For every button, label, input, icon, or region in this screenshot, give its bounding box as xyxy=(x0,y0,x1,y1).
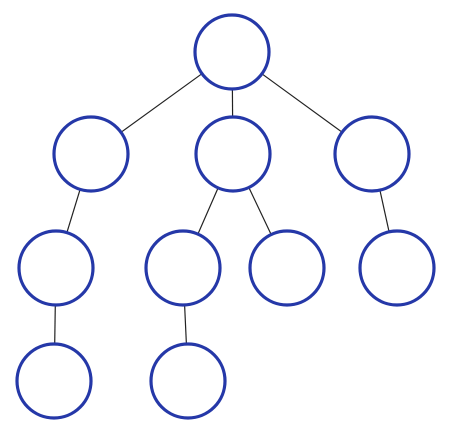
node-left-grandchild xyxy=(17,229,95,307)
node-left-child xyxy=(52,115,130,193)
tree-nodes xyxy=(15,13,436,420)
node-middle-grandchild-right xyxy=(248,229,326,307)
node-right-child xyxy=(333,115,411,193)
edge-middle-grandchild-left-to-middle-great-grandchild xyxy=(184,304,187,345)
node-left-great-grandchild xyxy=(15,342,93,420)
node-middle-grandchild-left xyxy=(144,229,222,307)
edge-root-to-left-child xyxy=(120,73,203,133)
node-middle-child xyxy=(194,115,272,193)
edge-root-to-right-child xyxy=(261,73,343,133)
edge-right-child-to-right-grandchild xyxy=(379,189,390,233)
node-root xyxy=(193,13,271,91)
edge-left-grandchild-to-left-great-grandchild xyxy=(54,304,56,345)
node-right-grandchild xyxy=(358,229,436,307)
node-middle-great-grandchild xyxy=(149,342,227,420)
tree-edges xyxy=(54,73,390,345)
edge-left-child-to-left-grandchild xyxy=(66,189,81,233)
edge-middle-child-to-middle-grandchild-right xyxy=(248,187,272,235)
edge-middle-child-to-middle-grandchild-left xyxy=(197,187,219,235)
